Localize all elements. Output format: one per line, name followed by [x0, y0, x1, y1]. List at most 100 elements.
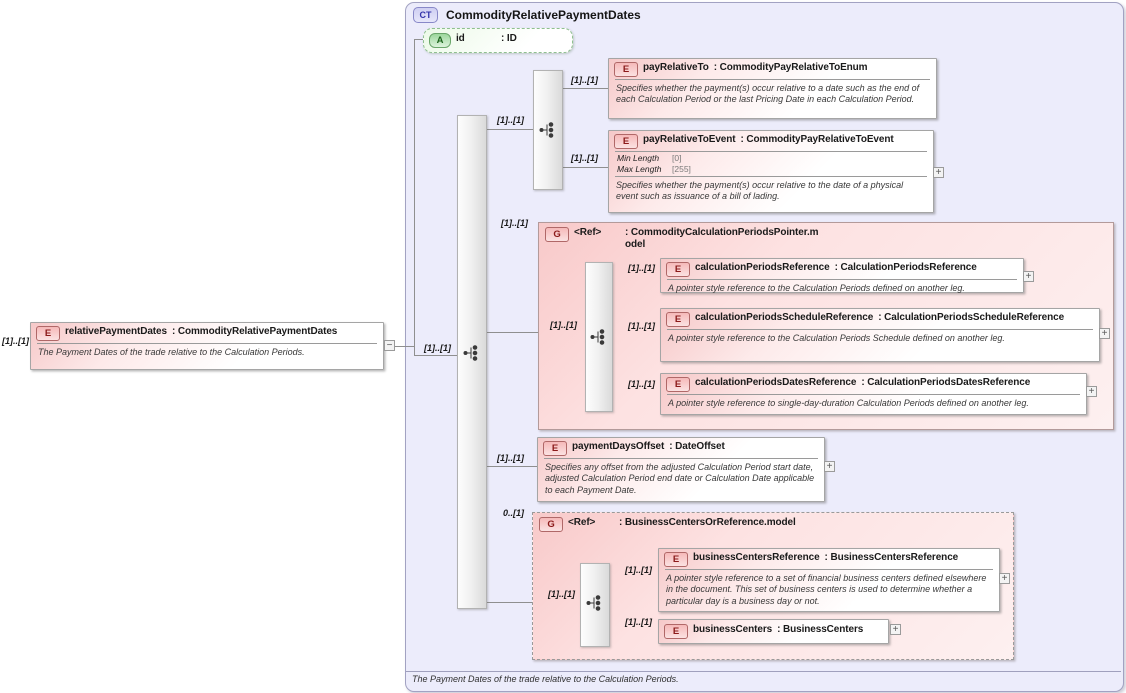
connector-line [414, 355, 458, 356]
element-pay-relative-to-event[interactable]: E payRelativeToEvent : CommodityPayRelat… [608, 130, 934, 213]
element-badge: E [666, 377, 690, 392]
element-description: A pointer style reference to the Calcula… [668, 283, 965, 293]
sequence-bar [585, 262, 613, 412]
element-business-centers[interactable]: E businessCenters : BusinessCenters [658, 619, 889, 644]
element-calculation-periods-reference[interactable]: E calculationPeriodsReference : Calculat… [660, 258, 1024, 293]
expand-toggle[interactable]: + [890, 624, 901, 635]
element-header: E calculationPeriodsScheduleReference : … [661, 309, 1099, 328]
element-badge: E [664, 552, 688, 567]
attribute-type: : ID [501, 33, 517, 44]
cardinality-label: [1]..[1] [501, 218, 528, 228]
facet-row: Min Length [0] [609, 153, 933, 164]
element-description: Specifies whether the payment(s) occur r… [616, 83, 920, 105]
cardinality-label: [1]..[1] [497, 453, 524, 463]
facet-value: [255] [672, 164, 691, 175]
sequence-bar [457, 115, 487, 609]
attribute-id[interactable]: A id : ID [423, 28, 573, 53]
connector-line [382, 346, 414, 347]
divider [667, 394, 1080, 395]
divider [665, 569, 993, 570]
element-pay-relative-to[interactable]: E payRelativeTo : CommodityPayRelativeTo… [608, 58, 937, 119]
element-description: A pointer style reference to the Calcula… [668, 333, 1005, 343]
element-name: businessCenters [693, 624, 773, 635]
collapse-toggle[interactable]: − [384, 340, 395, 351]
element-description: A pointer style reference to single-day-… [668, 398, 1029, 408]
element-business-centers-reference[interactable]: E businessCentersReference : BusinessCen… [658, 548, 1000, 612]
element-calculation-periods-dates-reference[interactable]: E calculationPeriodsDatesReference : Cal… [660, 373, 1087, 415]
facet-label: Max Length [617, 164, 662, 175]
attribute-header: A id : ID [424, 29, 572, 49]
sequence-icon [590, 329, 605, 345]
element-name: calculationPeriodsDatesReference [695, 377, 857, 388]
element-description: Specifies whether the payment(s) occur r… [616, 180, 904, 202]
element-relative-payment-dates[interactable]: E relativePaymentDates : CommodityRelati… [30, 322, 384, 370]
element-type: : BusinessCentersReference [824, 552, 959, 563]
element-header: E businessCentersReference : BusinessCen… [659, 549, 999, 568]
element-type: : CalculationPeriodsScheduleReference [878, 312, 1065, 323]
element-name: calculationPeriodsReference [695, 262, 830, 273]
expand-toggle[interactable]: + [933, 167, 944, 178]
group-name: <Ref> [574, 227, 602, 238]
expand-toggle[interactable]: + [1023, 271, 1034, 282]
cardinality-label: [1]..[1] [628, 379, 655, 389]
connector-line [487, 129, 534, 130]
sequence-bar [533, 70, 563, 190]
element-type: : CommodityPayRelativeToEnum [713, 62, 868, 73]
group-header: G <Ref> : CommodityCalculationPeriodsPoi… [539, 223, 1113, 255]
sequence-icon [463, 345, 478, 361]
element-badge: E [664, 624, 688, 639]
cardinality-label: [1]..[1] [550, 320, 577, 330]
element-payment-days-offset[interactable]: E paymentDaysOffset : DateOffset Specifi… [537, 437, 825, 502]
facet-row: Max Length [255] [609, 164, 933, 175]
attribute-name: id [456, 33, 465, 44]
group-type: : CommodityCalculationPeriodsPointer.mod… [625, 227, 819, 250]
expand-toggle[interactable]: + [1086, 386, 1097, 397]
sequence-bar [580, 563, 610, 647]
element-header: E paymentDaysOffset : DateOffset [538, 438, 824, 457]
group-name: <Ref> [568, 517, 596, 528]
cardinality-label: [1]..[1] [628, 321, 655, 331]
cardinality-label: [1]..[1] [424, 343, 451, 353]
element-header: E calculationPeriodsDatesReference : Cal… [661, 374, 1086, 393]
cardinality-label: [1]..[1] [497, 115, 524, 125]
element-type: : DateOffset [669, 441, 725, 452]
attribute-badge: A [429, 33, 451, 48]
element-description: The Payment Dates of the trade relative … [38, 347, 305, 357]
element-badge: E [36, 326, 60, 341]
expand-toggle[interactable]: + [1099, 328, 1110, 339]
expand-toggle[interactable]: + [999, 573, 1010, 584]
connector-line [487, 332, 586, 333]
complex-type-footer: The Payment Dates of the trade relative … [412, 674, 679, 684]
cardinality-label: [1]..[1] [571, 153, 598, 163]
element-badge: E [666, 262, 690, 277]
element-badge: E [614, 62, 638, 77]
divider [615, 151, 927, 152]
group-type: : BusinessCentersOrReference.model [619, 517, 796, 528]
divider [667, 279, 1017, 280]
facet-value: [0] [672, 153, 682, 163]
group-badge: G [539, 517, 563, 532]
connector-line [414, 39, 424, 40]
element-type: : CommodityRelativePaymentDates [171, 326, 338, 337]
group-header: G <Ref> : BusinessCentersOrReference.mod… [533, 513, 1013, 536]
element-type: : CalculationPeriodsReference [834, 262, 977, 273]
element-calculation-periods-schedule-reference[interactable]: E calculationPeriodsScheduleReference : … [660, 308, 1100, 362]
element-type: : BusinessCenters [777, 624, 864, 635]
element-badge: E [614, 134, 638, 149]
element-name: relativePaymentDates [65, 326, 167, 337]
expand-toggle[interactable]: + [824, 461, 835, 472]
element-badge: E [543, 441, 567, 456]
cardinality-label: 0..[1] [503, 508, 525, 518]
element-type: : CommodityPayRelativeToEvent [740, 134, 894, 145]
sequence-icon [586, 595, 601, 611]
element-name: payRelativeToEvent [643, 134, 736, 145]
element-header: E calculationPeriodsReference : Calculat… [661, 259, 1023, 278]
divider [615, 79, 930, 80]
complex-type-title: CommodityRelativePaymentDates [446, 8, 641, 22]
cardinality-label: [1]..[1] [628, 263, 655, 273]
element-badge: E [666, 312, 690, 327]
divider [667, 329, 1093, 330]
element-name: calculationPeriodsScheduleReference [695, 312, 874, 323]
element-name: businessCentersReference [693, 552, 820, 563]
